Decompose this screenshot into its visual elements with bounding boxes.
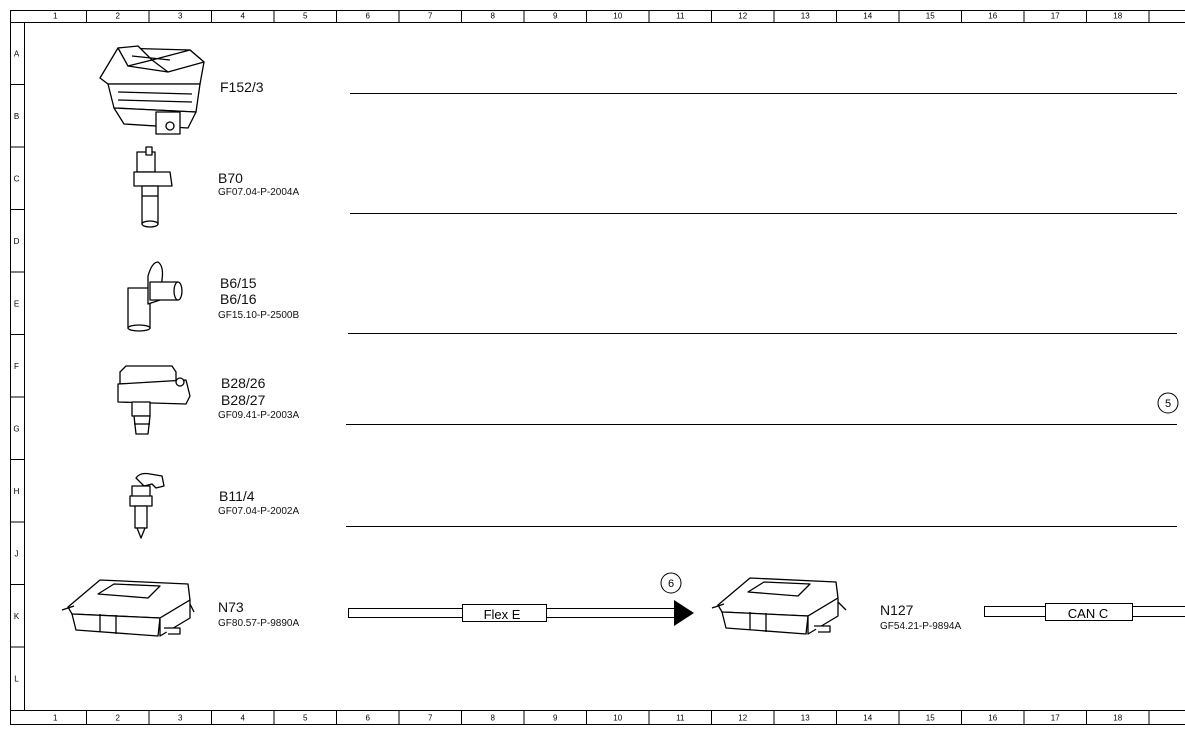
component-code-f152: F152/3 <box>220 79 264 95</box>
component-code-b28-27: B28/27 <box>221 392 266 408</box>
camshaft-sensor-icon <box>127 261 183 332</box>
coolant-temp-sensor-icon <box>129 472 165 539</box>
column-number: 10 <box>613 714 622 723</box>
column-number: 1 <box>53 714 58 723</box>
row-letter: A <box>14 49 20 58</box>
component-code-b28-26: B28/26 <box>221 375 266 391</box>
column-number: 18 <box>1113 12 1122 21</box>
column-number: 15 <box>926 714 935 723</box>
component-ref-b11: GF07.04-P-2002A <box>218 506 300 517</box>
column-number: 2 <box>116 714 121 723</box>
column-number: 16 <box>988 714 997 723</box>
row-letter: C <box>14 174 20 183</box>
control-unit-icon <box>711 577 847 635</box>
component-ref-b6: GF15.10-P-2500B <box>218 310 300 321</box>
column-number: 7 <box>428 714 433 723</box>
column-number: 12 <box>738 12 747 21</box>
column-number: 4 <box>241 714 246 723</box>
column-number: 1 <box>53 12 58 21</box>
fuse-relay-box-icon <box>99 45 205 135</box>
column-number: 9 <box>553 12 558 21</box>
component-ref-n127: GF54.21-P-9894A <box>880 621 962 632</box>
component-ref-b28: GF09.41-P-2003A <box>218 410 300 421</box>
marker-5: 5 <box>1157 392 1179 414</box>
component-code-n127: N127 <box>880 602 914 618</box>
row-letter: J <box>15 549 19 558</box>
column-number: 8 <box>491 12 496 21</box>
component-ref-b70: GF07.04-P-2004A <box>218 187 300 198</box>
column-number: 11 <box>676 12 685 21</box>
arrow-head-icon <box>674 600 694 626</box>
column-number: 3 <box>178 12 183 21</box>
bus-label: CAN C <box>1068 606 1108 621</box>
control-unit-icon <box>61 579 195 637</box>
flex-e-bus: Flex E <box>348 600 694 626</box>
column-number: 4 <box>241 12 246 21</box>
pressure-sensor-icon <box>117 365 191 435</box>
column-number: 17 <box>1051 12 1060 21</box>
column-number: 5 <box>303 12 308 21</box>
column-number: 17 <box>1051 714 1060 723</box>
signal-lines <box>346 93 1177 527</box>
row-letter: G <box>13 424 19 433</box>
column-number: 11 <box>676 714 685 723</box>
component-code-n73: N73 <box>218 599 244 615</box>
column-number: 10 <box>613 12 622 21</box>
column-number: 2 <box>116 12 121 21</box>
column-ruler: 1122334455667788991010111112121313141415… <box>53 10 1150 724</box>
column-number: 16 <box>988 12 997 21</box>
row-letter: F <box>14 362 19 371</box>
row-letter: E <box>14 299 19 308</box>
bus-label-box <box>462 604 547 622</box>
crankshaft-sensor-icon <box>133 146 173 228</box>
column-number: 13 <box>801 12 810 21</box>
component-code-b11: B11/4 <box>219 488 255 504</box>
row-letter: D <box>14 237 20 246</box>
column-number: 7 <box>428 12 433 21</box>
outer-frame <box>10 10 1185 725</box>
bus-label-box <box>1045 603 1133 621</box>
column-number: 12 <box>738 714 747 723</box>
column-number: 18 <box>1113 714 1122 723</box>
column-number: 6 <box>366 12 371 21</box>
column-number: 9 <box>553 714 558 723</box>
marker-number: 5 <box>1165 398 1171 410</box>
row-ruler: A B C D E F G H J K L <box>10 49 24 683</box>
bus-label: Flex E <box>484 607 521 622</box>
component-code-b70: B70 <box>218 170 243 186</box>
column-number: 14 <box>863 12 872 21</box>
column-number: 3 <box>178 714 183 723</box>
can-c-bus: CAN C <box>984 603 1185 621</box>
column-number: 6 <box>366 714 371 723</box>
column-number: 5 <box>303 714 308 723</box>
column-number: 13 <box>801 714 810 723</box>
row-letter: H <box>14 487 20 496</box>
row-letter: K <box>14 612 20 621</box>
component-code-b6-15: B6/15 <box>220 275 257 291</box>
column-number: 8 <box>491 714 496 723</box>
marker-number: 6 <box>668 578 674 590</box>
component-ref-n73: GF80.57-P-9890A <box>218 618 300 629</box>
component-code-b6-16: B6/16 <box>220 291 257 307</box>
row-letter: B <box>14 112 19 121</box>
marker-6: 6 <box>660 572 682 594</box>
column-number: 15 <box>926 12 935 21</box>
column-number: 14 <box>863 714 872 723</box>
row-letter: L <box>14 674 19 683</box>
